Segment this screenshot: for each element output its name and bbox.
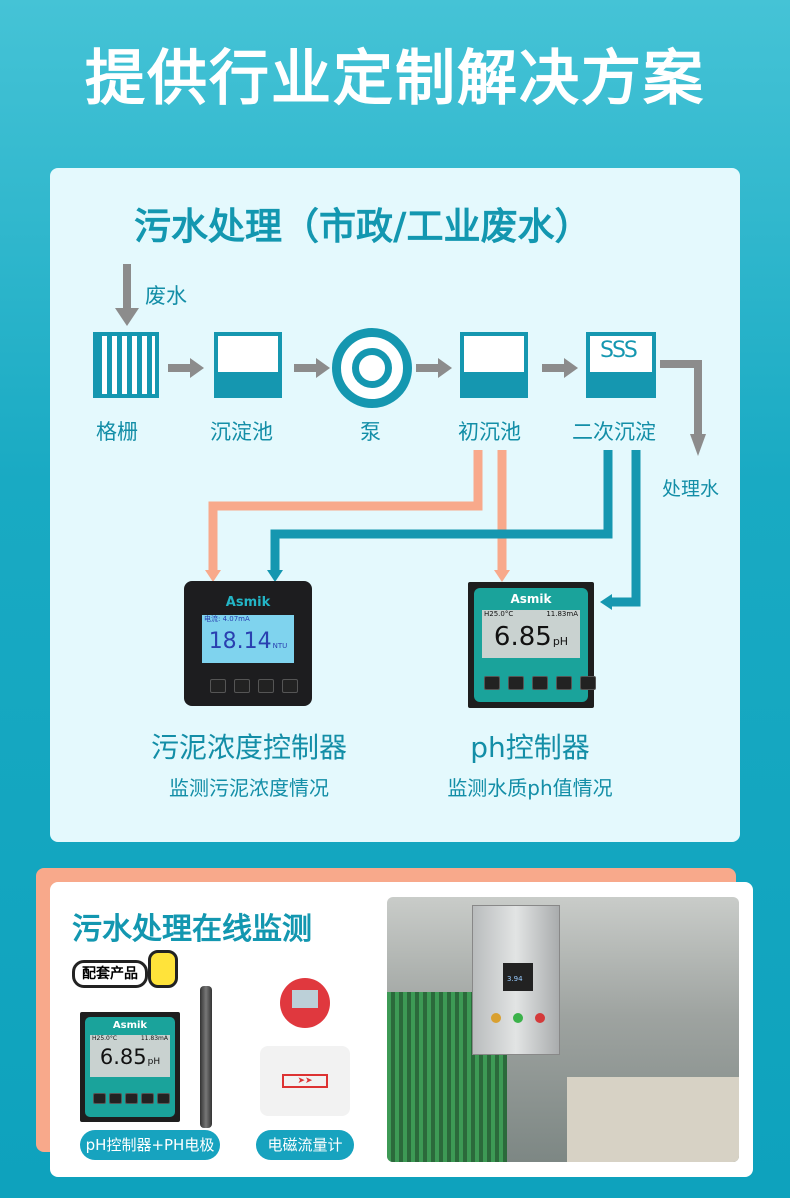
device-name: ph控制器 <box>470 731 590 764</box>
device-screen: 电流: 4.07mA 18.14 NTU <box>202 615 294 663</box>
stage-label: 格栅 <box>96 420 138 444</box>
ph-controller-image: Asmik H25.0°C 11.83mA 6.85 pH <box>468 582 596 708</box>
wastewater-process-card: 污水处理（市政/工业废水） 废水 处理水 SSS 格栅 沉淀池 泵 初沉池 二次… <box>50 168 740 842</box>
flowmeter-image: ➤➤ <box>260 978 350 1118</box>
screen-current: 11.83mA <box>140 1035 168 1042</box>
screen-temperature: H25.0°C <box>92 1035 118 1042</box>
stage-label: 二次沉淀 <box>572 420 656 444</box>
screen-current: 11.83mA <box>546 610 578 618</box>
ph-electrode-image <box>200 986 212 1128</box>
photo-screen-value: 3.94 <box>507 975 523 983</box>
device-name: 污泥浓度控制器 <box>150 731 347 764</box>
thumbs-up-icon <box>148 950 178 988</box>
screen-value: 6.85 <box>99 1045 147 1069</box>
screen-value: 6.85 <box>493 622 552 652</box>
screen-unit: NTU <box>272 642 288 650</box>
badge: 配套产品 <box>72 960 148 988</box>
input-label: 废水 <box>145 284 187 308</box>
tank-icon <box>214 332 282 398</box>
installation-photo: 3.94 <box>387 897 739 1162</box>
device-screen: H25.0°C 11.83mA 6.85 pH <box>90 1035 170 1077</box>
grille-icon <box>93 332 159 398</box>
screen-unit: pH <box>552 635 569 648</box>
sludge-controller-image: Asmik 电流: 4.07mA 18.14 NTU <box>184 581 312 706</box>
output-label: 处理水 <box>662 478 720 500</box>
device-description: 监测污泥浓度情况 <box>169 776 329 800</box>
settling-tank-icon: SSS <box>586 332 656 398</box>
brand-logo: Asmik <box>510 592 552 606</box>
stage-label: 泵 <box>360 420 381 444</box>
product-label: 电磁流量计 <box>256 1130 354 1160</box>
flow-arrow-icon: ➤➤ <box>282 1074 328 1088</box>
tank-icon <box>460 332 528 398</box>
stage-label: 沉淀池 <box>210 420 273 444</box>
screen-unit: pH <box>147 1057 161 1067</box>
stage-label: 初沉池 <box>458 420 521 444</box>
pump-icon <box>332 328 412 408</box>
process-lines <box>115 264 706 610</box>
screen-temperature: H25.0°C <box>484 610 514 618</box>
device-description: 监测水质ph值情况 <box>447 776 613 800</box>
product-label: pH控制器+PH电极 <box>80 1130 220 1160</box>
screen-value: 18.14 <box>208 629 272 654</box>
section-heading: 污水处理在线监测 <box>72 912 312 947</box>
screen-status: 电流: 4.07mA <box>204 615 250 623</box>
device-screen: H25.0°C 11.83mA 6.85 pH <box>482 610 580 658</box>
brand-logo: Asmik <box>225 595 271 610</box>
ph-controller-image: Asmik H25.0°C 11.83mA 6.85 pH <box>80 1012 180 1122</box>
section-heading: 污水处理（市政/工业废水） <box>134 205 592 248</box>
page-title: 提供行业定制解决方案 <box>85 44 705 114</box>
brand-logo: Asmik <box>112 1020 148 1031</box>
